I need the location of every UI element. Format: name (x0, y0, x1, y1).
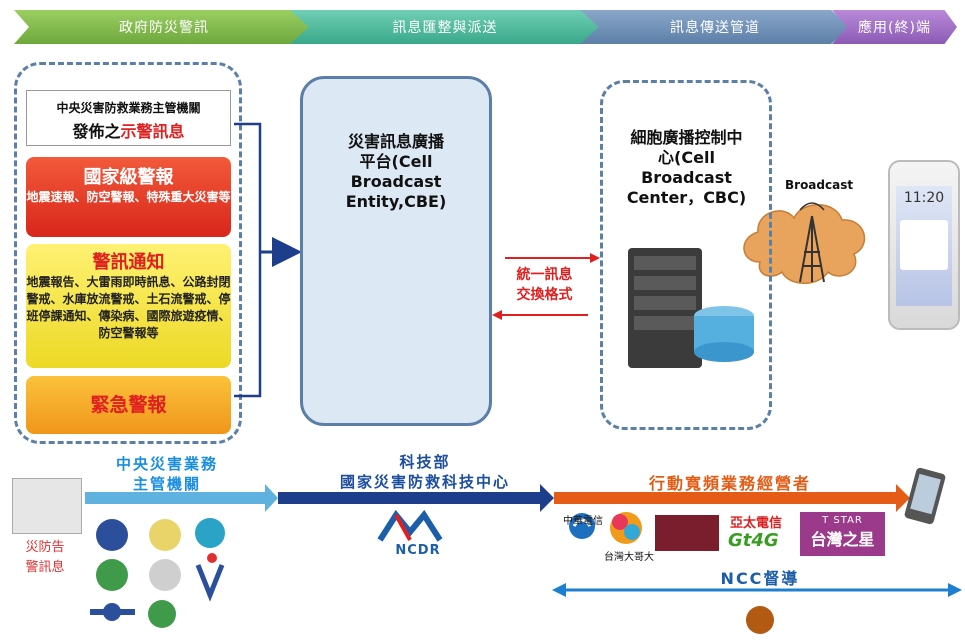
card-title: 緊急警報 (90, 394, 167, 416)
broadcast-label: Broadcast (785, 178, 854, 192)
issuer-highlight: 示警訊息 (120, 122, 185, 141)
alert-source-group (14, 62, 242, 444)
aptg-brand: Gt4G (728, 530, 779, 551)
phase-endpoint: 應用(終)端 (832, 10, 957, 44)
aptg-name: 亞太電信 (730, 516, 783, 531)
cbc-line: 心(Cell (658, 148, 715, 167)
ncc-label: NCC督導 (720, 569, 800, 588)
issuer-box: 中央災害防救業務主管機關 發佈之示警訊息 (26, 90, 231, 146)
smartphone-icon (904, 467, 946, 525)
ncdr-logo-icon (377, 509, 443, 542)
issuer-line2: 發佈之示警訊息 (27, 118, 230, 142)
alert-notice-image (12, 478, 82, 534)
operator-label: 行動寬頻業務經營者 (648, 474, 811, 493)
ncc-seal-icon (746, 606, 774, 634)
agency-label: 中央災害業務 主管機關 (92, 454, 242, 494)
cbc-line: Center，CBC) (626, 188, 747, 207)
exchange-arrows (492, 253, 600, 320)
card-desc: 地震速報、防空警報、特殊重大災害等 (26, 190, 231, 204)
cbc-server-icon (628, 248, 754, 368)
cbe-platform-box (300, 76, 492, 426)
tstar-logo: T STAR 台灣之星 (800, 512, 885, 556)
twm-logo-icon (610, 512, 642, 544)
cbe-line: 災害訊息廣播 (347, 132, 444, 151)
issuer-line1: 中央災害防救業務主管機關 (56, 101, 201, 115)
fetnet-logo-icon (655, 515, 719, 551)
card-desc: 地震報告、大雷雨即時訊息、公路封閉警戒、水庫放流警戒、土石流警戒、停班停課通知、… (26, 275, 231, 340)
phone-screen: 11:20 (896, 186, 952, 306)
cbc-center-box (600, 80, 772, 430)
most-label: 科技部 國家災害防救科技中心 (310, 452, 540, 492)
card-title: 警訊通知 (92, 252, 165, 273)
cbc-title: 細胞廣播控制中 心(Cell Broadcast Center，CBC) (604, 128, 769, 208)
agency-line: 中央災害業務 (115, 455, 218, 473)
broadcast-tower-icon (743, 202, 866, 284)
phase-aggregation-dispatch: 訊息匯整與派送 (290, 10, 600, 44)
card-title: 國家級警報 (83, 167, 174, 188)
cbe-line: Broadcast (350, 172, 442, 191)
agency-seals-icon (90, 518, 225, 628)
phase-label: 應用(終)端 (858, 20, 931, 36)
phase-label: 政府防災警訊 (119, 20, 209, 36)
exchange-format-label: 統一訊息 交換格式 (497, 265, 592, 305)
cbe-title: 災害訊息廣播 平台(Cell Broadcast Entity,CBE) (305, 132, 487, 212)
cht-logo-icon (569, 513, 595, 539)
most-line: 國家災害防救科技中心 (339, 473, 510, 491)
tstar-bottom: 台灣之星 (810, 530, 875, 549)
issuer-prefix: 發佈之 (72, 122, 121, 141)
cht-name: 中華電信 (563, 516, 603, 527)
alert-notice-label: 災防告 警訊息 (20, 538, 70, 578)
tstar-top: T STAR (822, 515, 863, 526)
bracket-line (234, 122, 262, 398)
bottom-arrow-agency (85, 484, 278, 512)
exchange-line: 統一訊息 (516, 267, 573, 283)
agency-line: 主管機關 (132, 475, 201, 493)
phase-label: 訊息傳送管道 (670, 20, 760, 36)
phase-label: 訊息匯整與派送 (392, 20, 498, 36)
ncdr-text: NCDR (395, 543, 441, 558)
phone-alert-message (900, 220, 948, 270)
exchange-line: 交換格式 (516, 287, 573, 303)
notice-line: 警訊息 (25, 560, 65, 575)
bottom-arrow-operator (554, 484, 910, 512)
alert-notice-card: 警訊通知 地震報告、大雷雨即時訊息、公路封閉警戒、水庫放流警戒、土石流警戒、停班… (26, 244, 231, 368)
cbe-line: Entity,CBE) (345, 192, 447, 211)
phase-government-alert: 政府防災警訊 (14, 10, 314, 44)
most-line: 科技部 (399, 453, 451, 471)
phone-time: 11:20 (903, 190, 945, 206)
cbc-line: Broadcast (641, 168, 732, 187)
bottom-arrow-ncdr (278, 484, 554, 512)
twm-name: 台灣大哥大 (604, 552, 654, 563)
cbe-line: 平台(Cell (359, 152, 433, 171)
cbc-line: 細胞廣播控制中 (630, 128, 743, 147)
notice-line: 災防告 (25, 540, 65, 555)
phone-device: 11:20 (888, 160, 960, 330)
ncc-double-arrow (552, 583, 962, 597)
emergency-alert-card: 緊急警報 (26, 376, 231, 434)
phase-transmission-channel: 訊息傳送管道 (580, 10, 850, 44)
national-alert-card: 國家級警報 地震速報、防空警報、特殊重大災害等 (26, 157, 231, 237)
